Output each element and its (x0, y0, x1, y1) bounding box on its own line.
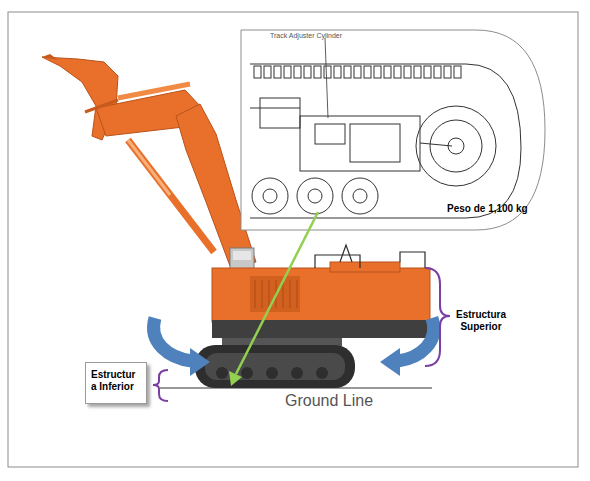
grille-slats (255, 280, 297, 308)
cab-window (233, 251, 251, 260)
track-detail (250, 64, 521, 218)
pointer-arrow (236, 212, 318, 374)
inset-shape (240, 28, 546, 232)
boom-cylinder-rod (128, 140, 170, 195)
bracket (425, 268, 450, 366)
pointer-arrow-head (229, 371, 242, 386)
bucket-tooth (42, 54, 58, 60)
engine-hood (330, 262, 400, 272)
cab (230, 248, 254, 270)
arm-cylinder (118, 84, 190, 98)
rotation-arrow (154, 318, 192, 361)
weight-label: Peso de 1,100 kg (447, 203, 557, 215)
picture-frame (8, 12, 578, 467)
engine-grille (250, 276, 300, 312)
node-label: Estructur a Inferior (91, 369, 143, 393)
bucket-link (85, 100, 118, 112)
leader-line (325, 38, 328, 118)
boom-cylinder (128, 140, 214, 252)
bracket (153, 370, 168, 401)
ground-line (160, 387, 432, 388)
handrails (315, 245, 425, 268)
rotation-arrow (398, 318, 434, 361)
counterweight (212, 320, 430, 338)
track-rollers (216, 367, 328, 379)
rotation-arrow-head (380, 348, 400, 376)
upper-structure (212, 268, 430, 322)
swing-frame (222, 338, 342, 346)
part-box: Estructur a Inferior (85, 362, 147, 404)
inset-outline (241, 30, 545, 230)
rotation-arrow-head (190, 348, 210, 376)
part-label: Estructura Superior (448, 309, 514, 333)
part-name: Track Adjuster Cylinder (270, 32, 390, 40)
track-frame (205, 353, 345, 380)
ground-line-label: Ground Line (285, 391, 405, 410)
crawler-track (195, 345, 355, 388)
inset-detail: Track Adjuster Cylinder (240, 28, 546, 232)
